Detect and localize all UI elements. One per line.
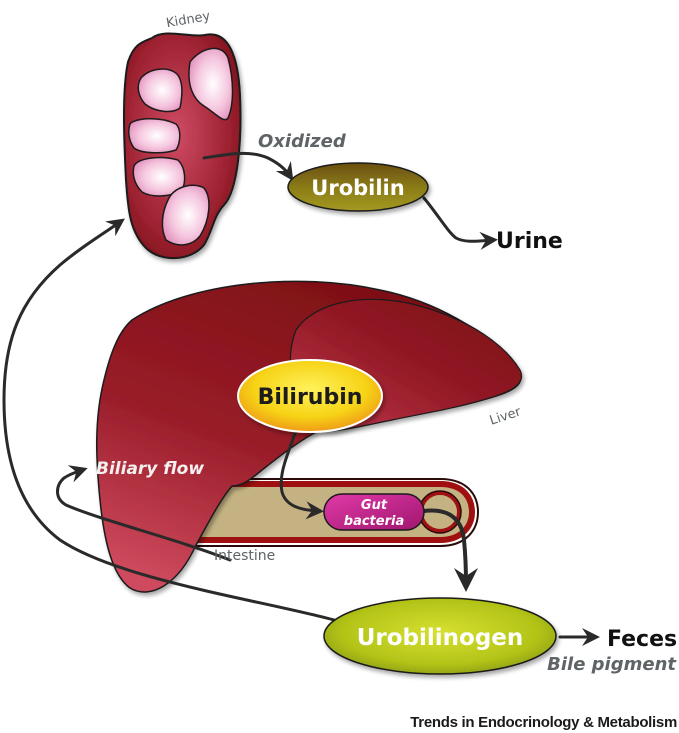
gut-bacteria-label-1: Gut xyxy=(361,498,388,513)
liver-label: Liver xyxy=(488,404,524,428)
urobilinogen-node: Urobilinogen xyxy=(323,597,557,675)
arrow-urobilinogen-to-kidney xyxy=(2,218,336,622)
urine-label: Urine xyxy=(496,229,563,254)
kidney-pocket xyxy=(137,68,183,113)
kidney-pocket xyxy=(128,118,181,154)
arrow-bilirubin-to-gut-bacteria xyxy=(279,428,324,520)
kidney-pocket xyxy=(161,184,210,246)
urobilin-ellipse xyxy=(287,162,429,212)
arrow-gut-to-urobilinogen xyxy=(422,508,478,592)
intestine-outline xyxy=(148,478,480,547)
urobilinogen-label: Urobilinogen xyxy=(357,625,524,651)
journal-credit: Trends in Endocrinology & Metabolism xyxy=(410,714,677,731)
feces-label: Feces xyxy=(607,627,677,652)
intestine-label: Intestine xyxy=(214,548,275,564)
oxidized-label: Oxidized xyxy=(258,131,347,152)
kidney-label: Kidney xyxy=(165,9,212,32)
urobilin-label: Urobilin xyxy=(311,176,404,200)
gut-bacteria-capsule xyxy=(323,493,425,531)
arrow-kidney-to-urobilin xyxy=(202,151,294,181)
urobilin-node: Urobilin xyxy=(287,162,429,212)
kidney xyxy=(123,32,242,260)
gut-bacteria-label-2: bacteria xyxy=(344,514,404,529)
arrow-urobilin-to-urine xyxy=(422,196,498,250)
gut-bacteria-node: Gut bacteria xyxy=(323,493,425,531)
arrows xyxy=(2,151,600,646)
kidney-pocket xyxy=(188,47,234,121)
bilirubin-node: Bilirubin xyxy=(237,359,383,433)
arrow-biliary-flow xyxy=(56,465,232,562)
bile-pigment-label: Bile pigment xyxy=(547,654,677,675)
urobilinogen-ellipse xyxy=(323,597,557,675)
bilirubin-label: Bilirubin xyxy=(258,385,363,410)
biliary-flow-label: Biliary flow xyxy=(96,459,204,479)
bilirubin-ellipse xyxy=(237,359,383,433)
